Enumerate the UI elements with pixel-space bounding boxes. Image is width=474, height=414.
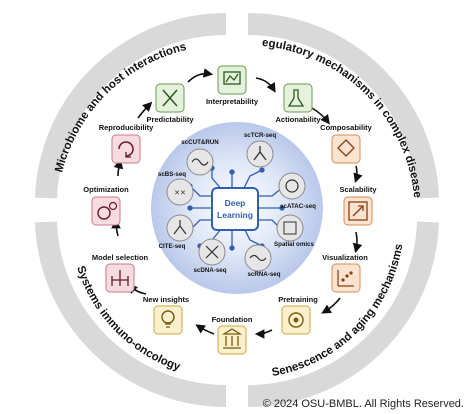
label-scalability: Scalability: [339, 185, 377, 194]
label-pretraining: Pretraining: [278, 295, 318, 304]
omic-label-sctcr: scTCR-seq: [244, 132, 277, 139]
flask-icon: [287, 89, 305, 107]
chromatin-icon: [191, 158, 209, 166]
antibody-icon: [173, 220, 187, 235]
outer-ring: [35, 13, 439, 407]
omic-label-sccutrun: scCUT&RUN: [181, 139, 219, 146]
omic-scatac: scATAC-seq: [278, 172, 316, 210]
gear-icon: [288, 312, 304, 328]
arrow-8: [195, 324, 215, 335]
copyright-notice: © 2024 OSU-BMBL. All Rights Reserved.: [262, 398, 464, 410]
label-reproducibility: Reproducibility: [99, 123, 154, 132]
label-foundation: Foundation: [212, 315, 253, 324]
node-actionability: Actionability: [275, 83, 321, 124]
expand-icon: [348, 201, 368, 221]
node-scalability: Scalability: [339, 185, 377, 226]
methylation-icon: ✕✕: [174, 189, 186, 197]
monitor-icon: [223, 71, 241, 85]
label-actionability: Actionability: [275, 115, 321, 124]
ring-segment-top-left: [35, 13, 227, 199]
omics-nodes: scCUT&RUN scTCR-seq ✕✕ scBS-seq scATAC-s…: [158, 132, 316, 278]
building-icon: [221, 328, 243, 349]
omic-spatial: Spatial omics: [274, 214, 315, 248]
label-composability: Composability: [320, 123, 373, 132]
dna-helix-icon: [205, 245, 219, 259]
ring-segment-bottom-right: [247, 221, 439, 407]
node-predictability: Predictability: [146, 83, 194, 124]
omic-label-scbs: scBS-seq: [158, 171, 186, 178]
omic-sccutrun: scCUT&RUN: [181, 139, 219, 176]
arrow-5: [352, 231, 363, 254]
label-optimization: Optimization: [83, 185, 129, 194]
lightbulb-icon: [161, 310, 175, 324]
puzzle-icon: [337, 139, 355, 157]
node-pretraining: Pretraining: [278, 295, 318, 335]
label-new-insights: New insights: [143, 295, 189, 304]
omic-scdna: scDNA-seq: [193, 238, 227, 274]
node-foundation: Foundation: [212, 315, 253, 355]
center-label-line1: Deep: [225, 198, 246, 208]
grid-icon: [283, 221, 297, 235]
omic-label-scdna: scDNA-seq: [193, 267, 226, 274]
node-composability: Composability: [320, 123, 373, 164]
arrow-11: [113, 158, 124, 177]
refresh-icon: [118, 141, 134, 157]
cycle-boxes: Predictability Interpretability Actionab…: [83, 65, 377, 355]
node-reproducibility: Reproducibility: [99, 123, 154, 164]
node-model-selection: Model selection: [92, 253, 149, 293]
dna-helix-icon: [162, 89, 178, 107]
omic-label-scrna: scRNA-seq: [247, 271, 280, 278]
tree-network-icon: [111, 270, 129, 286]
label-predictability: Predictability: [146, 115, 194, 124]
arrow-2: [255, 77, 276, 93]
label-interpretability: Interpretability: [206, 97, 259, 106]
label-visualization: Visualization: [322, 253, 368, 262]
arrow-1: [187, 68, 214, 83]
center-label-line2: Learning: [217, 210, 253, 220]
omic-label-spatial: Spatial omics: [274, 241, 314, 248]
node-new-insights: New insights: [143, 295, 189, 335]
omic-label-cite: CITE-seq: [159, 243, 186, 250]
arrow-12: [137, 101, 153, 119]
node-optimization: Optimization: [83, 185, 129, 226]
omic-cite: CITE-seq: [159, 214, 194, 250]
omic-label-scatac: scATAC-seq: [280, 203, 316, 210]
deep-learning-chip: Deep Learning: [211, 187, 259, 231]
arrow-4: [353, 165, 363, 184]
omic-scbs: ✕✕ scBS-seq: [158, 171, 194, 206]
omic-sctcr: scTCR-seq: [244, 132, 277, 168]
omic-scrna: scRNA-seq: [244, 244, 281, 278]
node-interpretability: Interpretability: [206, 65, 259, 106]
ring-segment-top-right: [247, 13, 439, 199]
ring-segment-bottom-left: [35, 221, 227, 407]
scatter-plot-icon: [337, 270, 354, 287]
cycle-arrows: [111, 68, 363, 339]
label-model-selection: Model selection: [92, 253, 149, 262]
arrow-7: [254, 329, 273, 339]
nucleosome-icon: [285, 179, 299, 193]
arrow-6: [321, 297, 341, 314]
receptor-icon: [253, 146, 267, 161]
arrow-3: [311, 107, 330, 125]
rna-strand-icon: [249, 254, 267, 262]
gears-icon: [97, 206, 111, 220]
node-visualization: Visualization: [322, 253, 368, 293]
